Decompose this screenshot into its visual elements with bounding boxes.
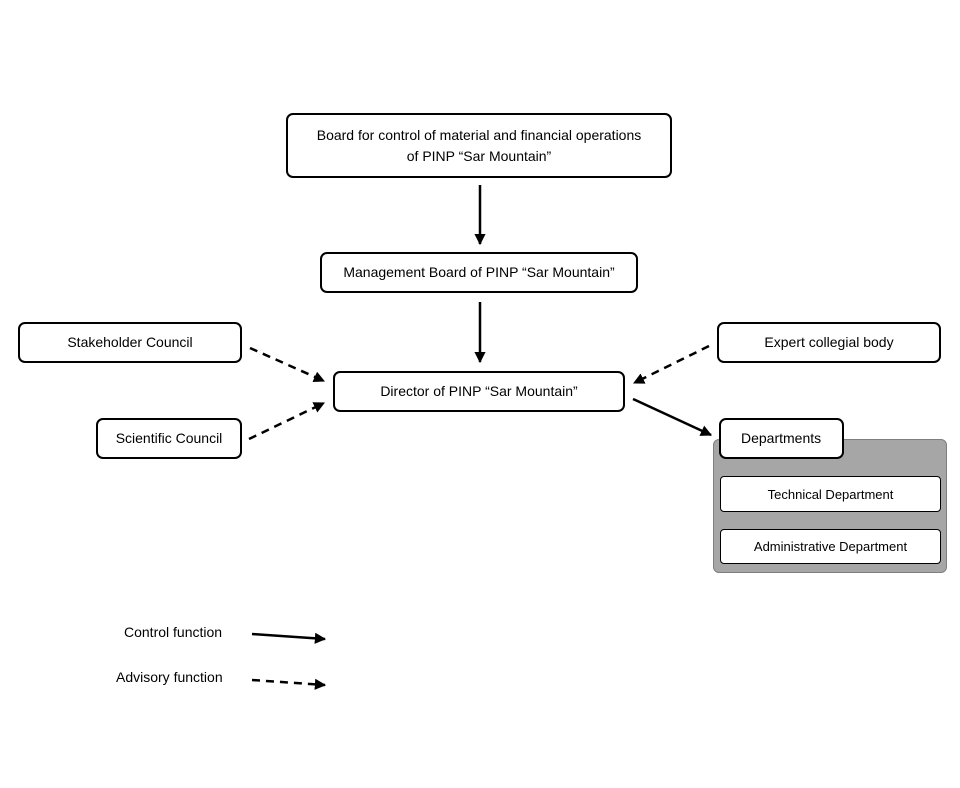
scientific-council-node: Scientific Council (96, 418, 242, 459)
legend-advisory-arrow (251, 678, 327, 690)
arrow-scientific-to-director (248, 401, 326, 441)
arrow-director-to-departments (632, 397, 713, 437)
administrative-department-node: Administrative Department (720, 529, 941, 564)
legend-control-label: Control function (124, 624, 223, 640)
arrow-expert-to-director (632, 344, 710, 385)
legend-advisory-label: Advisory function (116, 669, 223, 685)
director-node: Director of PINP “Sar Mountain” (333, 371, 625, 412)
stakeholder-council-node: Stakeholder Council (18, 322, 242, 363)
technical-department-node: Technical Department (720, 476, 941, 512)
board-control-node: Board for control of material and financ… (286, 113, 672, 178)
expert-body-node: Expert collegial body (717, 322, 941, 363)
legend-control-arrow (251, 632, 327, 644)
management-board-node: Management Board of PINP “Sar Mountain” (320, 252, 638, 293)
arrow-stakeholder-to-director (249, 346, 326, 383)
departments-node: Departments (719, 418, 844, 459)
